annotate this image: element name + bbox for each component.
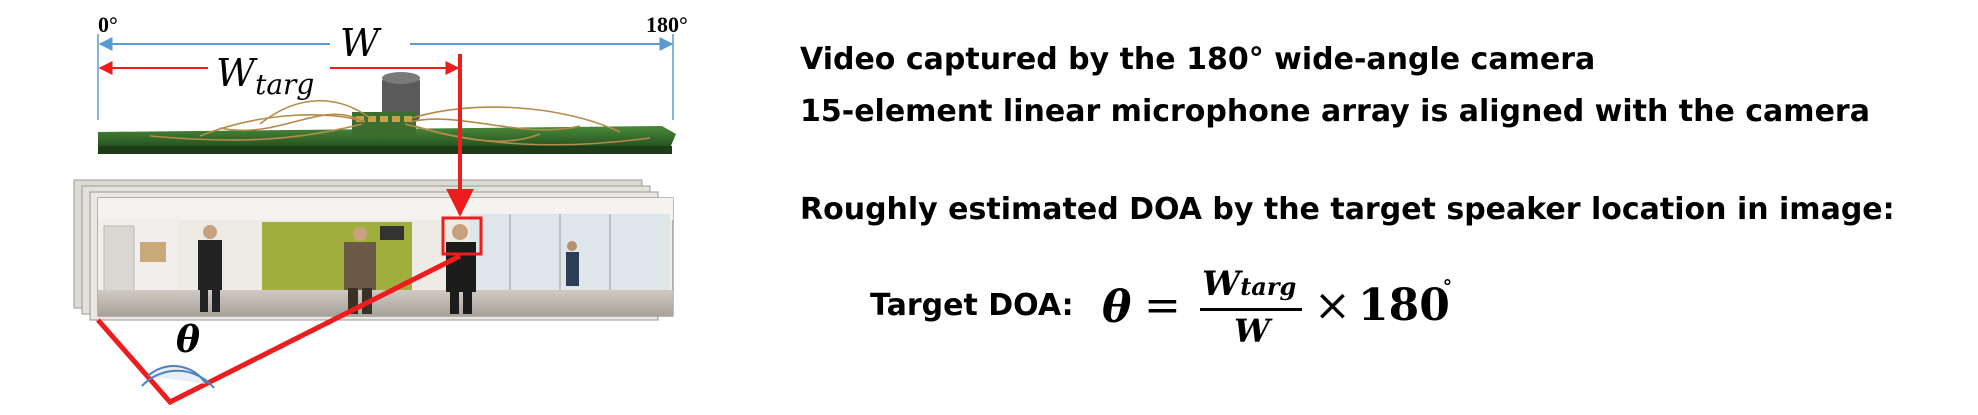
person-target [446,224,476,314]
width-label: W [340,21,382,65]
formula-times: × [1314,280,1351,331]
person-background [566,241,579,286]
theta-label: θ [176,319,200,361]
formula-denominator: W [1234,312,1270,350]
microphone-array [98,72,676,154]
zero-degree-label: 0° [98,12,118,37]
caption-camera: Video captured by the 180° wide-angle ca… [800,42,1596,77]
formula-theta: θ [1102,282,1132,333]
caption-doa-estimate: Roughly estimated DOA by the target spea… [800,192,1895,227]
target-doa-label: Target DOA: [870,288,1074,323]
formula-degree: ∘ [1442,270,1453,295]
target-bounding-box [441,216,483,256]
formula-value: 180 [1358,280,1450,331]
caption-mic-array: 15-element linear microphone array is al… [800,94,1870,129]
camera-body [382,76,420,122]
formula-equals: = [1144,280,1181,331]
panorama-frames [73,179,674,321]
person-left [198,225,222,312]
one-eighty-degree-label: 180° [646,12,688,37]
target-width-label: Wtarg [216,51,314,101]
formula-numerator: Wtarg [1202,264,1297,304]
doa-angle-lines [96,253,462,406]
formula-fraction-bar [1200,308,1302,311]
